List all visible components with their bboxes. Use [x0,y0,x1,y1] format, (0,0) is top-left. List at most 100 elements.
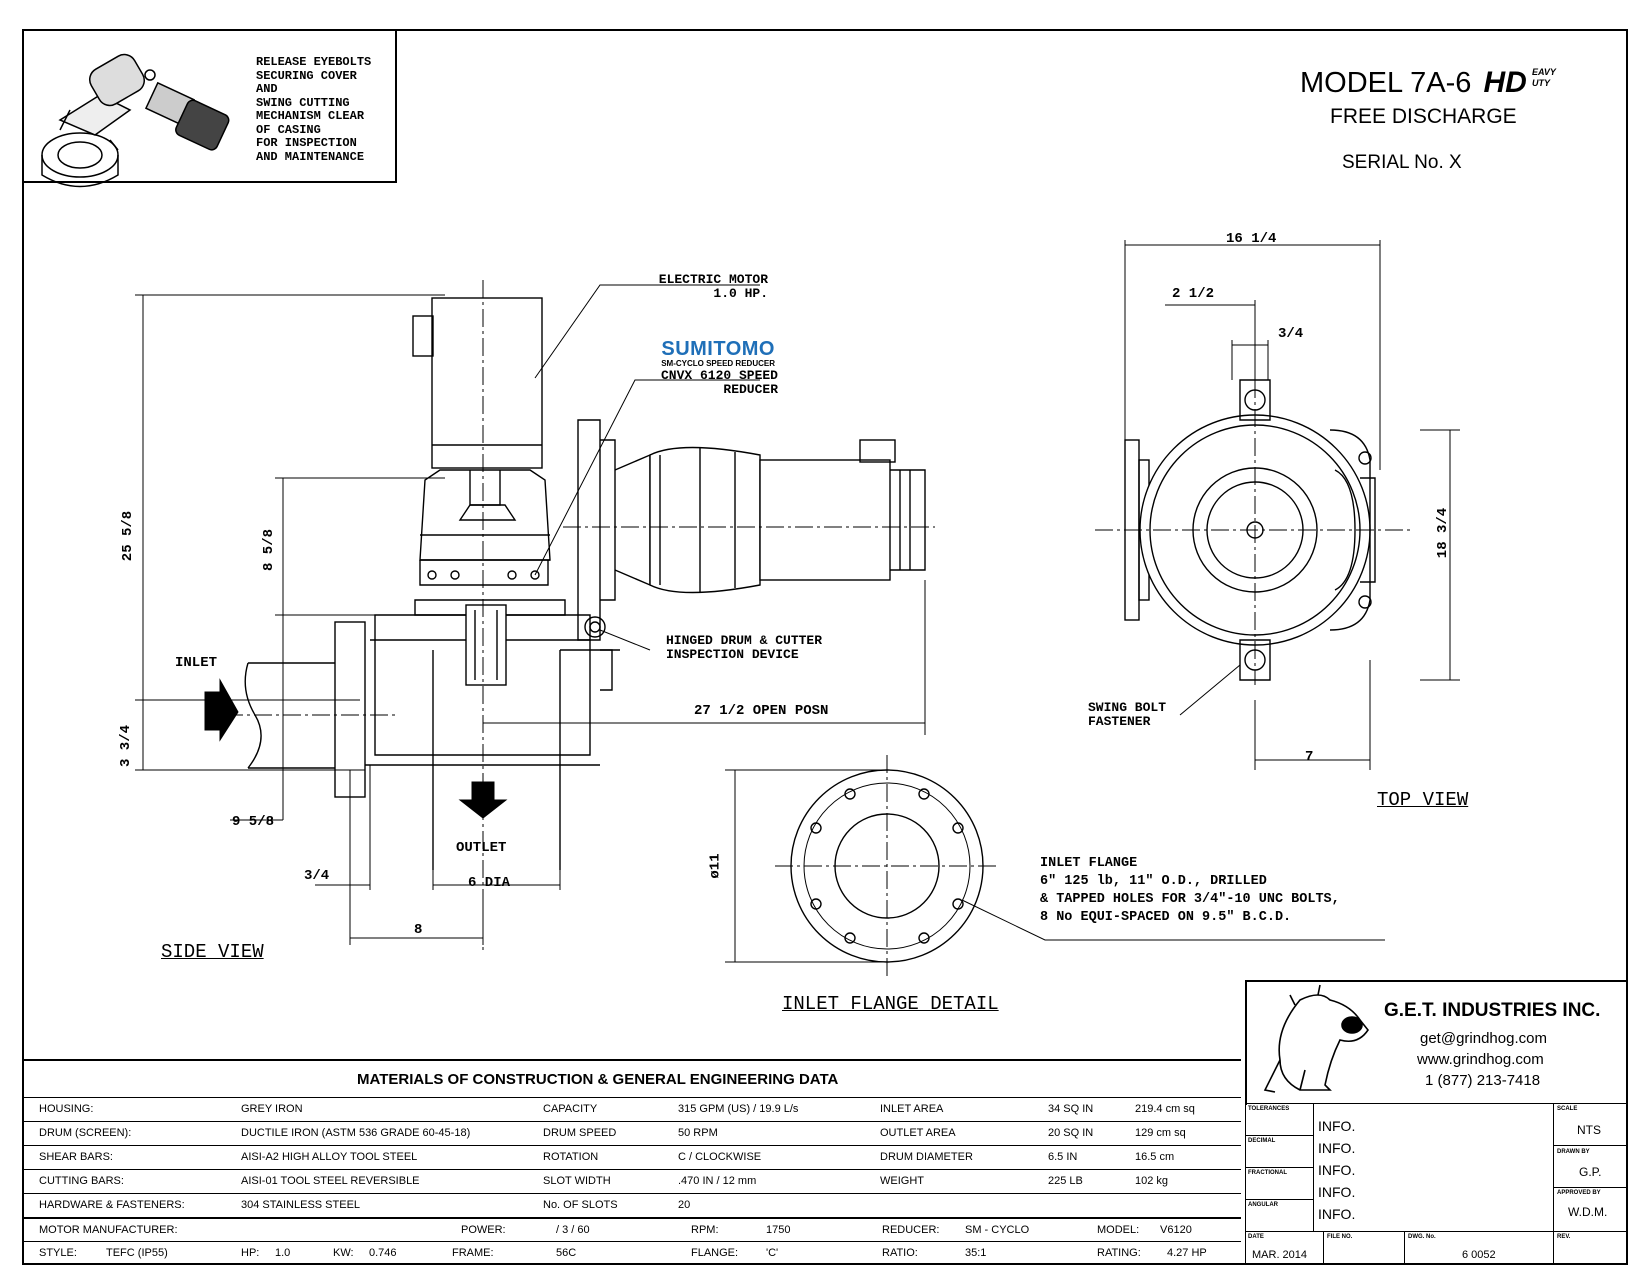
reducer-label-line: REDUCER [723,382,778,397]
serial-number: SERIAL No. X [1342,152,1462,173]
rev-label: REV. [1557,1234,1571,1240]
flange-note-line: & TAPPED HOLES FOR 3/4"-10 UNC BOLTS, [1040,892,1340,907]
dim-8: 8 [414,922,423,938]
tb-divider [1553,1103,1554,1265]
cell: HARDWARE & FASTENERS: [39,1199,185,1211]
cell: SHEAR BARS: [39,1151,113,1163]
cell: CAPACITY [543,1103,598,1115]
tb-divider [1404,1231,1405,1265]
tol-info: INFO. [1318,1184,1356,1200]
cell: CUTTING BARS: [39,1175,124,1187]
inset-illustration [41,53,230,188]
cell: INLET AREA [880,1103,944,1115]
swing-bolt-line: FASTENER [1088,714,1151,729]
cell: POWER: [461,1224,506,1236]
company-block [1245,980,1628,1105]
dim-8-5-8: 8 5/8 [261,528,278,572]
dim-9-5-8: 9 5/8 [232,814,275,830]
tb-divider [1245,1231,1628,1232]
model-title-text: MODEL 7A-6 [1300,67,1472,99]
cell: 0.746 [369,1247,397,1259]
dim-3-4-top: 3/4 [1278,326,1304,342]
cell: WEIGHT [880,1175,924,1187]
inset-note-line: AND MAINTENANCE [256,149,365,164]
cell: SLOT WIDTH [543,1175,611,1187]
tol-label: FRACTIONAL [1248,1170,1287,1176]
cell: C / CLOCKWISE [678,1151,762,1163]
approved-label: APPROVED BY [1557,1190,1601,1196]
materials-table: MATERIALS OF CONSTRUCTION & GENERAL ENGI… [24,1059,1241,1265]
model-suffix-top: EAVY [1532,67,1556,77]
company-phone: 1 (877) 213-7418 [1425,1072,1541,1089]
cell: KW: [333,1247,354,1259]
flange-note: INLET FLANGE 6" 125 lb, 11" O.D., DRILLE… [1040,855,1340,927]
inset-box [22,29,397,183]
cell: HOUSING: [39,1103,94,1115]
tol-info: INFO. [1318,1162,1356,1178]
approved-value: W.D.M. [1568,1205,1608,1219]
swing-bolt-line: SWING BOLT [1088,700,1167,715]
dim-flange-dia: ø11 [707,853,724,879]
cell: REDUCER: [882,1224,940,1236]
cell: DRUM (SCREEN): [39,1127,132,1139]
dim-16-1-4: 16 1/4 [1226,231,1277,247]
tb-divider [1245,1167,1313,1168]
tolerance-block [1245,1103,1628,1265]
cell: 1.0 [275,1247,291,1259]
table-row: HOUSING: GREY IRON CAPACITY 315 GPM (US)… [24,1097,1241,1121]
cell: 304 STAINLESS STEEL [241,1199,361,1211]
model-title: MODEL 7A-6 HD EAVY UTY [1300,66,1556,100]
dim-open-posn: 27 1/2 OPEN POSN [694,703,829,719]
drawn-label: DRAWN BY [1557,1149,1590,1155]
cell: ROTATION [543,1151,599,1163]
cell: 20 [678,1199,691,1211]
cell: HP: [241,1247,260,1259]
tb-divider [1553,1187,1628,1188]
hinged-label: HINGED DRUM & CUTTER INSPECTION DEVICE [666,634,822,662]
company-web[interactable]: www.grindhog.com [1417,1051,1544,1068]
style-row: STYLE: TEFC (IP55) HP: 1.0 KW: 0.746 FRA… [24,1241,1241,1265]
cell: MOTOR MANUFACTURER: [39,1224,178,1236]
cell: 219.4 cm sq [1135,1103,1195,1115]
top-view-drawing [1095,379,1410,685]
company-email[interactable]: get@grindhog.com [1420,1030,1547,1047]
flange-note-line: 6" 125 lb, 11" O.D., DRILLED [1040,874,1267,889]
flange-detail-drawing [775,755,1000,980]
motor-label-line: 1.0 HP. [713,286,768,301]
dwg-label: DWG. No. [1408,1234,1436,1240]
motor-label-line: ELECTRIC MOTOR [658,272,768,287]
cell: 315 GPM (US) / 19.9 L/s [678,1103,799,1115]
dim-3-3-4: 3 3/4 [118,724,135,768]
cell: 16.5 cm [1135,1151,1175,1163]
dim-25-5-8: 25 5/8 [120,510,137,562]
tb-divider [1553,1145,1628,1146]
dim-18-3-4: 18 3/4 [1435,507,1452,559]
scale-label: SCALE [1557,1106,1578,1112]
cell: 1750 [766,1224,791,1236]
outlet-label: OUTLET [456,840,507,856]
cell: RATING: [1097,1247,1141,1259]
flange-detail-dimensions [725,769,1385,963]
dim-7: 7 [1305,749,1314,765]
sumitomo-logo: SUMITOMO SM-CYCLO SPEED REDUCER [645,338,775,368]
reducer-label-line: CNVX 6120 SPEED [660,368,778,383]
dim-3-4-side: 3/4 [304,868,330,884]
side-view-drawing [225,280,935,950]
cell: AISI-01 TOOL STEEL REVERSIBLE [241,1175,420,1187]
tol-info: INFO. [1318,1140,1356,1156]
company-name: G.E.T. INDUSTRIES INC. [1384,1000,1601,1021]
tol-label: ANGULAR [1248,1202,1278,1208]
tol-label: TOLERANCES [1248,1106,1290,1112]
cell: RPM: [691,1224,719,1236]
inset-note: RELEASE EYEBOLTS SECURING COVER AND SWIN… [256,55,371,164]
materials-title: MATERIALS OF CONSTRUCTION & GENERAL ENGI… [357,1071,839,1088]
side-view-dimensions [135,284,926,945]
tol-info: INFO. [1318,1118,1356,1134]
inset-note-line: SWING CUTTING [256,95,350,110]
hinged-label-line: HINGED DRUM & CUTTER [666,633,823,648]
cell: FRAME: [452,1247,494,1259]
drawing-border [22,29,1628,1265]
cell: .470 IN / 12 mm [678,1175,757,1187]
model-suffix-bottom: UTY [1532,78,1550,88]
